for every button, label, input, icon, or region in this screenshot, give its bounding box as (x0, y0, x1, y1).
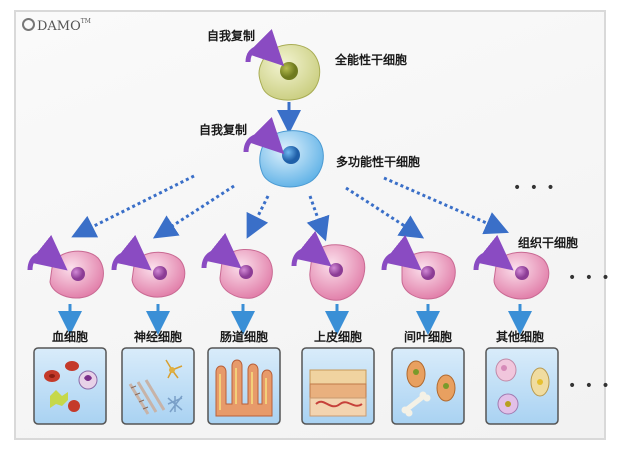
tissue-cell-3 (201, 232, 273, 299)
differentiation-arrows (71, 174, 509, 242)
dashed-arrow-epithelial (306, 195, 330, 242)
damo-logo: DAMOTM (22, 18, 91, 34)
cell-label-other: 其他细胞 (495, 330, 545, 344)
self-renew-curl-1 (245, 29, 285, 67)
blood-cells-box (33, 347, 107, 425)
specialization-arrows (58, 304, 532, 335)
tissue-cell-2 (111, 234, 186, 298)
dashed-arrow-intestine (246, 195, 270, 239)
self-renew-label-1: 自我复制 (207, 29, 256, 43)
ellipsis-right-2: • • • (568, 378, 612, 394)
cell-label-epithelial: 上皮细胞 (313, 330, 363, 344)
epithelial-cells-box (301, 347, 375, 425)
mesenchymal-cells-box (391, 347, 465, 425)
cell-label-intestinal: 肠道细胞 (219, 330, 269, 344)
tissue-cell-6 (473, 234, 550, 300)
tissue-cell-5 (381, 234, 456, 300)
pluripotent-label: 多功能性干细胞 (336, 155, 421, 169)
cell-label-nerve: 神经细胞 (133, 330, 183, 344)
dashed-arrow-other (383, 176, 509, 235)
tissue-cell-4 (291, 230, 366, 301)
tissue-cell-1 (27, 234, 104, 299)
ellipsis-upper: • • • (513, 180, 557, 196)
tissue-stem-label: 组织干细胞 (518, 236, 579, 250)
other-cells-box (485, 347, 559, 425)
self-renew-label-2: 自我复制 (199, 123, 248, 137)
dashed-arrow-mesenchymal (345, 186, 425, 239)
cell-label-mesenchymal: 间叶细胞 (403, 330, 453, 344)
self-renew-curl-2 (243, 117, 285, 155)
totipotent-label: 全能性干细胞 (335, 53, 408, 67)
ellipsis-right-1: • • • (568, 270, 612, 286)
cell-label-blood: 血细胞 (51, 330, 89, 344)
nerve-cells-box (121, 347, 195, 425)
dashed-arrow-blood (71, 174, 195, 238)
intestinal-cells-box (207, 347, 281, 425)
dashed-arrow-neuron (152, 184, 235, 239)
